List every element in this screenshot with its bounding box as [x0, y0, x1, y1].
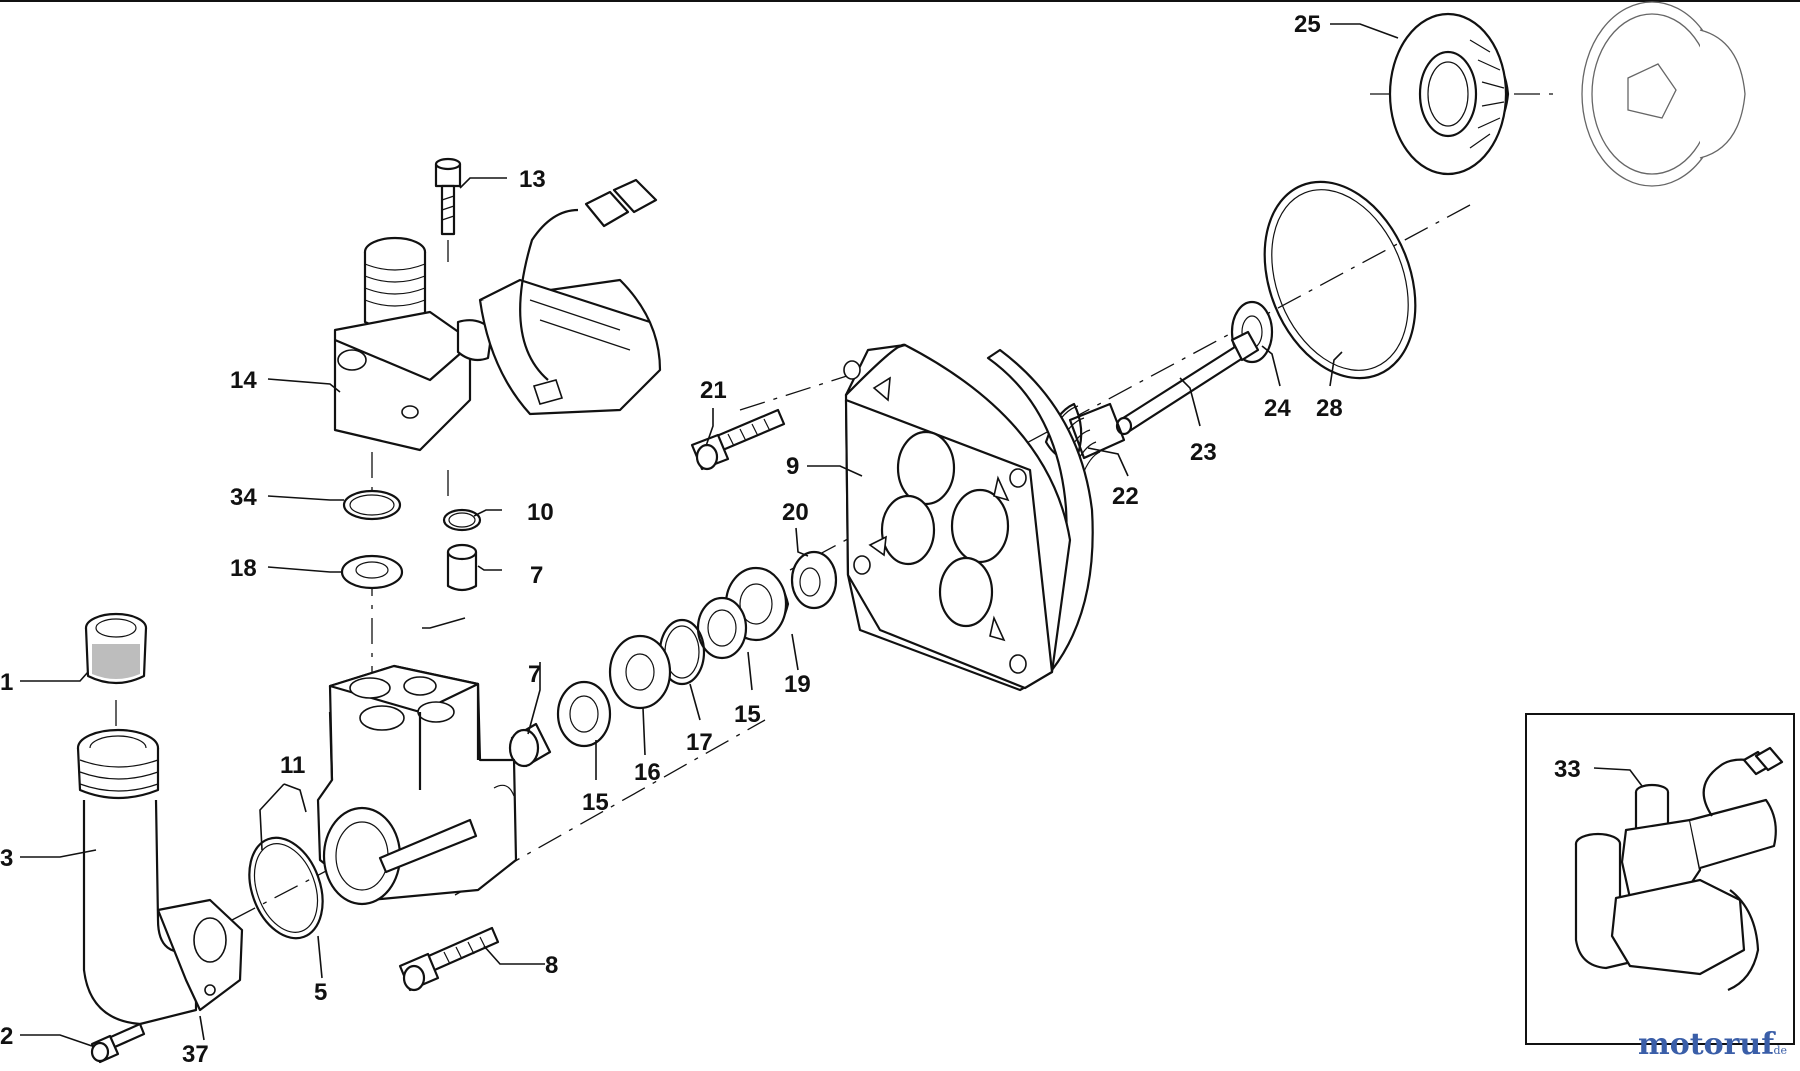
label-16: 16	[634, 759, 661, 786]
watermark-suffix: .de	[1770, 1044, 1787, 1057]
label-1: 1	[0, 669, 13, 696]
label-24: 24	[1264, 395, 1291, 422]
part-13-screw	[434, 157, 462, 236]
part-9-pump-housing	[843, 343, 1094, 692]
label-3: 3	[0, 845, 13, 872]
part-2-screw	[90, 1022, 146, 1064]
label-2: 2	[0, 1023, 13, 1050]
part-18-seal	[340, 554, 404, 590]
leader-lines	[20, 23, 1643, 1047]
watermark-brand: motoruf	[1638, 1027, 1776, 1062]
part-25-cover	[1388, 1, 1746, 187]
label-13: 13	[519, 166, 546, 193]
part-15-seal-upper	[696, 596, 748, 660]
pressure-switch-with-cable	[478, 178, 662, 416]
label-20: 20	[782, 499, 809, 526]
label-23: 23	[1190, 439, 1217, 466]
part-7-valve-upper	[446, 543, 478, 592]
watermark-logo: motoruf .de	[1638, 1027, 1787, 1062]
part-16-ring	[608, 634, 672, 710]
label-18: 18	[230, 555, 257, 582]
label-5: 5	[314, 979, 327, 1006]
inset-assembly-view	[1525, 713, 1795, 1045]
label-9: 9	[786, 453, 799, 480]
label-37: 37	[182, 1041, 209, 1068]
part-8-screw	[398, 926, 500, 992]
part-20-bushing	[790, 550, 838, 610]
part-labels: 1 2 3 5 7 7 8 9 10 11 13 14 15 15 16 17 …	[0, 11, 1581, 1068]
part-10-o-ring	[442, 508, 482, 532]
part-5-o-ring	[248, 836, 324, 940]
label-7-lower: 7	[528, 661, 541, 688]
part-34-o-ring	[342, 489, 402, 521]
part-1-filter	[84, 612, 148, 685]
label-33: 33	[1554, 756, 1581, 783]
label-34: 34	[230, 484, 257, 511]
part-15-seal-lower	[556, 680, 612, 748]
part-3-inlet-elbow	[76, 728, 244, 1026]
label-7-upper: 7	[530, 562, 543, 589]
label-22: 22	[1112, 483, 1139, 510]
label-28: 28	[1316, 395, 1343, 422]
label-19: 19	[784, 671, 811, 698]
label-8: 8	[545, 952, 558, 979]
pump-head-block	[316, 664, 518, 906]
part-23-piston-shaft	[1115, 330, 1260, 436]
label-21: 21	[700, 377, 727, 404]
label-25: 25	[1294, 11, 1321, 38]
label-17: 17	[686, 729, 713, 756]
label-15-upper: 15	[734, 701, 761, 728]
part-7-valve-lower	[508, 722, 552, 768]
label-15-lower: 15	[582, 789, 609, 816]
label-14: 14	[230, 367, 257, 394]
label-10: 10	[527, 499, 554, 526]
part-14-outlet-block	[333, 236, 494, 452]
label-11: 11	[280, 752, 305, 779]
part-28-o-ring	[1263, 180, 1417, 380]
part-21-screw	[690, 408, 786, 471]
